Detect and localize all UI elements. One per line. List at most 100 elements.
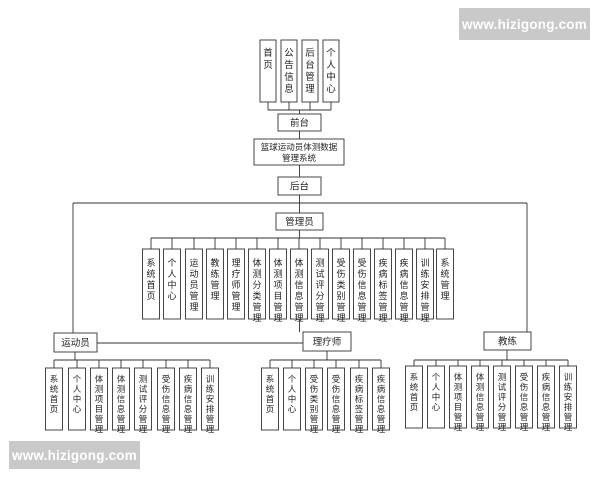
svg-text:分: 分 [498, 403, 507, 413]
svg-text:病: 病 [399, 268, 408, 280]
svg-text:训: 训 [206, 375, 215, 385]
svg-text:管: 管 [520, 412, 529, 423]
svg-text:息: 息 [162, 404, 171, 415]
svg-text:信: 信 [520, 392, 529, 403]
svg-text:受: 受 [332, 374, 341, 385]
svg-text:理: 理 [310, 425, 319, 435]
svg-text:评: 评 [315, 280, 324, 291]
svg-text:信: 信 [162, 394, 171, 405]
svg-text:首: 首 [146, 279, 155, 291]
svg-text:心: 心 [73, 405, 82, 415]
svg-text:目: 目 [95, 405, 104, 415]
coach-node: 教练 [483, 331, 532, 351]
svg-text:管: 管 [117, 414, 126, 425]
svg-text:安: 安 [564, 392, 573, 403]
svg-text:练: 练 [420, 268, 429, 280]
svg-text:管: 管 [564, 412, 573, 423]
svg-text:统: 统 [146, 268, 155, 280]
svg-text:理: 理 [357, 313, 366, 324]
svg-text:训: 训 [564, 373, 573, 383]
svg-text:页: 页 [266, 405, 275, 415]
svg-text:安: 安 [206, 394, 215, 405]
svg-text:息: 息 [377, 404, 386, 415]
svg-text:页: 页 [50, 405, 59, 415]
svg-text:息: 息 [184, 404, 193, 415]
svg-text:管: 管 [184, 414, 193, 425]
svg-text:信: 信 [117, 394, 126, 405]
svg-text:分: 分 [252, 280, 261, 291]
svg-text:息: 息 [332, 404, 341, 415]
svg-text:管: 管 [498, 412, 507, 423]
svg-text:公: 公 [284, 48, 294, 59]
svg-text:分: 分 [139, 405, 148, 415]
svg-text:类: 类 [252, 290, 261, 302]
svg-text:教: 教 [210, 257, 219, 269]
svg-text:理: 理 [162, 425, 171, 435]
svg-text:目: 目 [273, 291, 282, 302]
svg-text:理: 理 [399, 313, 408, 324]
watermark-top: www.hizigong.com [459, 8, 590, 40]
svg-text:理: 理 [476, 423, 485, 433]
svg-text:管: 管 [454, 412, 463, 423]
svg-text:信: 信 [377, 394, 386, 405]
svg-text:项: 项 [273, 280, 282, 291]
svg-text:理: 理 [454, 423, 463, 433]
svg-text:病: 病 [184, 384, 193, 395]
svg-text:管: 管 [273, 301, 282, 313]
svg-text:病: 病 [377, 384, 386, 395]
svg-text:员: 员 [189, 280, 198, 291]
svg-text:心: 心 [432, 403, 441, 413]
svg-text:理: 理 [210, 291, 219, 302]
svg-text:运动员: 运动员 [61, 338, 90, 349]
svg-text:测: 测 [95, 385, 104, 395]
svg-text:排: 排 [420, 290, 429, 302]
svg-text:管理系统: 管理系统 [282, 153, 317, 164]
admin-node: 管理员 [275, 212, 324, 231]
svg-text:评: 评 [498, 393, 507, 403]
svg-text:管: 管 [336, 301, 345, 313]
svg-text:类: 类 [336, 279, 345, 291]
svg-text:管: 管 [357, 301, 366, 313]
svg-text:管: 管 [189, 290, 198, 302]
svg-text:息: 息 [399, 290, 408, 302]
svg-text:理: 理 [231, 302, 240, 313]
svg-text:别: 别 [310, 405, 319, 415]
svg-text:病: 病 [355, 384, 364, 395]
svg-text:统: 统 [410, 382, 419, 393]
svg-text:人: 人 [73, 385, 82, 395]
svg-text:人: 人 [167, 269, 176, 280]
svg-text:分: 分 [315, 291, 324, 302]
svg-text:排: 排 [564, 402, 573, 413]
svg-text:信: 信 [332, 394, 341, 405]
svg-text:管理员: 管理员 [285, 216, 314, 228]
svg-text:体: 体 [95, 374, 104, 385]
svg-text:目: 目 [454, 403, 463, 413]
watermark-bottom: www.hizigong.com [9, 441, 140, 469]
svg-text:体: 体 [294, 257, 303, 269]
svg-text:息: 息 [117, 404, 126, 415]
svg-text:首: 首 [266, 394, 275, 405]
svg-text:后: 后 [305, 48, 315, 59]
svg-text:中: 中 [73, 394, 82, 405]
svg-text:练: 练 [564, 382, 573, 393]
svg-text:信: 信 [294, 279, 303, 291]
svg-text:项: 项 [454, 393, 463, 403]
svg-text:测: 测 [294, 269, 303, 280]
svg-text:息: 息 [284, 83, 294, 95]
